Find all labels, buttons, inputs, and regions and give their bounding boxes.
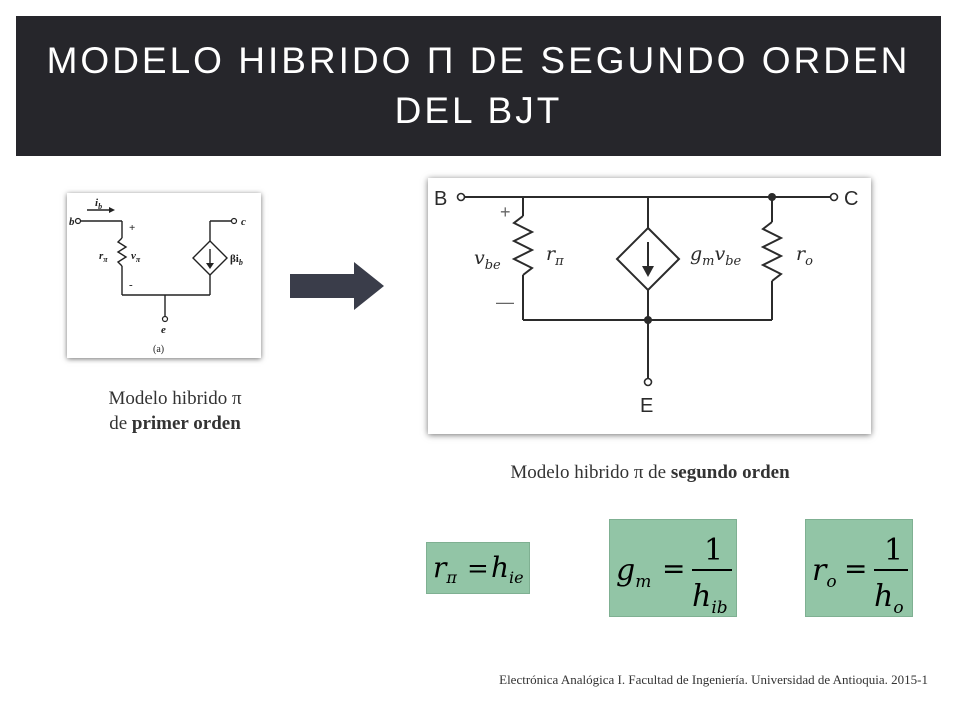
equation-ro: ro = 1 ho (805, 519, 913, 618)
first-order-caption-line1: Modelo hibrido π (108, 388, 242, 409)
ro-label: ro (796, 243, 813, 269)
e-terminal-label: e (161, 324, 166, 336)
svg-text:1: 1 (884, 533, 903, 568)
equation-rpi: rπ = hie (426, 542, 530, 594)
plus-sign: + (500, 202, 511, 222)
minus-sign: - (129, 279, 133, 291)
caption-prefix: Modelo hibrido π de (510, 462, 671, 483)
c-terminal-label: c (241, 216, 246, 228)
second-order-circuit-image: B C E + — vbe rπ gmvbe ro (428, 178, 871, 434)
gm-vbe-label: gmvbe (690, 243, 742, 269)
svg-text:=: = (467, 554, 489, 584)
title-bar: MODELO HIBRIDO Π DE SEGUNDO ORDEN DEL BJ… (16, 16, 941, 156)
caption-bold: primer orden (131, 413, 241, 434)
beta-ib-label: βib (230, 253, 243, 267)
footer-text: Electrónica Analógica I. Facultad de Ing… (499, 672, 928, 687)
first-order-caption-line2: de primer orden (60, 411, 290, 436)
slide-title: MODELO HIBRIDO Π DE SEGUNDO ORDEN DEL BJ… (46, 40, 911, 131)
E-terminal-label: E (640, 395, 653, 417)
caption-bold: segundo orden (670, 462, 790, 483)
caption-prefix: de (109, 413, 132, 434)
equation-rpi-formula: rπ = hie (433, 551, 524, 587)
minus-sign: — (496, 292, 514, 312)
svg-text:hib: hib (692, 579, 728, 616)
svg-text:ho: ho (874, 579, 904, 616)
plus-sign: + (129, 222, 135, 234)
b-terminal-label: b (69, 216, 75, 228)
svg-text:=: = (662, 552, 685, 585)
svg-text:hie: hie (491, 551, 524, 587)
first-order-circuit-diagram: ib b c + - rπ vπ βib e (a) (69, 197, 246, 355)
vbe-label: vbe (474, 247, 501, 273)
ib-label: ib (95, 197, 102, 211)
svg-text:1: 1 (704, 533, 723, 568)
svg-text:ro: ro (812, 553, 837, 592)
rpi-label: rπ (99, 250, 108, 264)
figure-label: (a) (153, 344, 164, 355)
equation-gm: gm = 1 hib (609, 519, 737, 618)
first-order-circuit-image: ib b c + - rπ vπ βib e (a) (67, 193, 261, 358)
right-arrow-icon (290, 262, 384, 310)
rpi-label: rπ (546, 243, 564, 269)
svg-text:gm: gm (616, 553, 651, 592)
svg-text:=: = (844, 552, 867, 585)
second-order-circuit-diagram: B C E + — vbe rπ gmvbe ro (434, 188, 858, 417)
equation-gm-formula: gm = 1 hib (616, 533, 732, 618)
first-order-caption: Modelo hibrido π de primer orden (60, 386, 290, 436)
svg-text:rπ: rπ (433, 551, 457, 587)
B-terminal-label: B (434, 188, 447, 210)
equation-ro-formula: ro = 1 ho (812, 533, 908, 618)
C-terminal-label: C (844, 188, 858, 210)
second-order-caption: Modelo hibrido π de segundo orden (430, 460, 870, 485)
vpi-label: vπ (131, 250, 141, 264)
